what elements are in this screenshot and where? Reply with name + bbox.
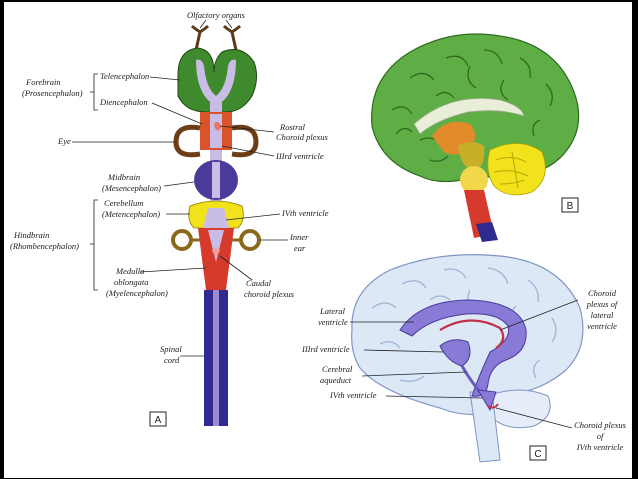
midbrain-b	[458, 142, 485, 172]
label-hindbrain: Hindbrain	[13, 230, 49, 240]
label-fourth-ventricle-a: IVth ventricle	[281, 208, 329, 218]
label-choroid-lateral-1: Choroid	[588, 288, 617, 298]
label-choroid-plexus-rostral: Choroid plexus	[276, 132, 329, 142]
label-choroid-fourth-2: of	[597, 431, 605, 441]
label-oblongata: oblongata	[114, 277, 148, 287]
panel-a-neural-tube	[171, 24, 261, 426]
pointer-olfactory-left	[199, 19, 207, 29]
pointer-rostral-choroid	[219, 125, 275, 133]
label-choroid-lateral-4: ventricle	[587, 321, 617, 331]
label-fourth-ventricle-c: IVth ventricle	[329, 390, 377, 400]
label-aqueduct: aqueduct	[320, 375, 352, 385]
bracket-forebrain	[90, 73, 98, 111]
panel-c-labels: Lateral ventricle IIIrd ventricle Cerebr…	[301, 288, 627, 452]
label-cerebellum: Cerebellum	[104, 198, 143, 208]
label-myelencephalon: (Myelencephalon)	[106, 288, 168, 298]
label-lateral: Lateral	[319, 306, 346, 316]
panel-a-letter: A	[155, 415, 162, 426]
cerebellum-folia-b	[493, 151, 529, 189]
panel-a-box	[149, 411, 167, 427]
label-telencephalon: Telencephalon	[100, 71, 149, 81]
label-rostral: Rostral	[279, 122, 306, 132]
eye-right	[231, 124, 259, 158]
label-medulla: Medulla	[115, 266, 144, 276]
label-third-ventricle-a: IIIrd ventricle	[275, 151, 324, 161]
pointer-choroid-fourth	[495, 407, 573, 429]
pointer-third-ventricle-c	[363, 349, 445, 353]
pointer-midbrain	[163, 181, 195, 187]
label-cerebral: Cerebral	[322, 364, 353, 374]
label-caudal: Caudal	[246, 278, 272, 288]
label-spinal: Spinal	[160, 344, 182, 354]
pointer-telencephalon	[149, 76, 181, 81]
label-prosencephalon: (Prosencephalon)	[22, 88, 83, 98]
pons-b	[460, 166, 488, 194]
central-canal	[213, 290, 219, 426]
panel-b-letter: B	[567, 201, 574, 212]
label-ventricle: ventricle	[318, 317, 348, 327]
label-forebrain: Forebrain	[25, 77, 61, 87]
panel-c-box	[529, 445, 547, 461]
label-choroid-fourth-1: Choroid plexus	[574, 420, 627, 430]
pointer-fourth-ventricle-a	[225, 213, 281, 221]
choroid-plexus-fourth-c	[487, 403, 499, 409]
bracket-hindbrain	[90, 199, 98, 291]
olfactory-stalk-right	[222, 24, 242, 51]
spinal-cord-b	[476, 222, 498, 242]
label-mesencephalon: (Mesencephalon)	[102, 183, 161, 193]
label-choroid-plexus-caudal: choroid plexus	[244, 289, 295, 299]
midbrain-ventricle	[212, 162, 220, 198]
panel-c-letter: C	[534, 449, 541, 460]
medulla-ventricle	[208, 230, 224, 262]
label-olfactory-organs: Olfactory organs	[187, 10, 246, 20]
third-ventricle-shape	[210, 114, 222, 148]
label-midbrain: Midbrain	[107, 172, 140, 182]
olfactory-stalk-left	[190, 24, 210, 51]
label-inner: Inner	[289, 232, 309, 242]
pointer-fourth-ventricle-c	[385, 395, 483, 399]
corpus-callosum-b	[413, 98, 525, 135]
rostral-choroid-plexus	[214, 122, 222, 131]
label-choroid-fourth-3: IVth ventricle	[576, 442, 624, 452]
panel-a-labels: Olfactory organs Forebrain (Prosencephal…	[10, 10, 329, 365]
label-choroid-lateral-2: plexus of	[586, 299, 619, 309]
label-choroid-lateral-3: lateral	[591, 310, 614, 320]
pointer-diencephalon	[151, 102, 203, 125]
pointer-olfactory-right	[225, 19, 233, 29]
pointer-caudal-choroid	[219, 255, 253, 281]
caudal-choroid-plexus	[212, 248, 220, 256]
fourth-ventricle-c	[477, 389, 497, 412]
panel-b-brain	[371, 33, 580, 242]
label-eye: Eye	[57, 136, 71, 146]
label-cord: cord	[164, 355, 180, 365]
pointer-choroid-lateral	[499, 299, 579, 331]
pointer-third-ventricle-a	[221, 145, 275, 157]
label-ear: ear	[294, 243, 306, 253]
pointer-medulla	[139, 267, 207, 273]
cerebellum-c	[487, 389, 551, 429]
third-ventricle-c	[439, 339, 471, 367]
label-diencephalon: Diencephalon	[99, 97, 148, 107]
pointer-cerebral-aqueduct	[361, 371, 467, 377]
gyri-b	[391, 49, 553, 162]
label-rhombencephalon: (Rhombencephalon)	[10, 241, 79, 251]
choroid-plexus-lateral-c	[439, 319, 505, 349]
cerebellum-b	[487, 143, 546, 196]
label-third-ventricle-c: IIIrd ventricle	[301, 344, 350, 354]
panel-b-box	[561, 197, 579, 213]
label-metencephalon: (Metencephalon)	[102, 209, 160, 219]
